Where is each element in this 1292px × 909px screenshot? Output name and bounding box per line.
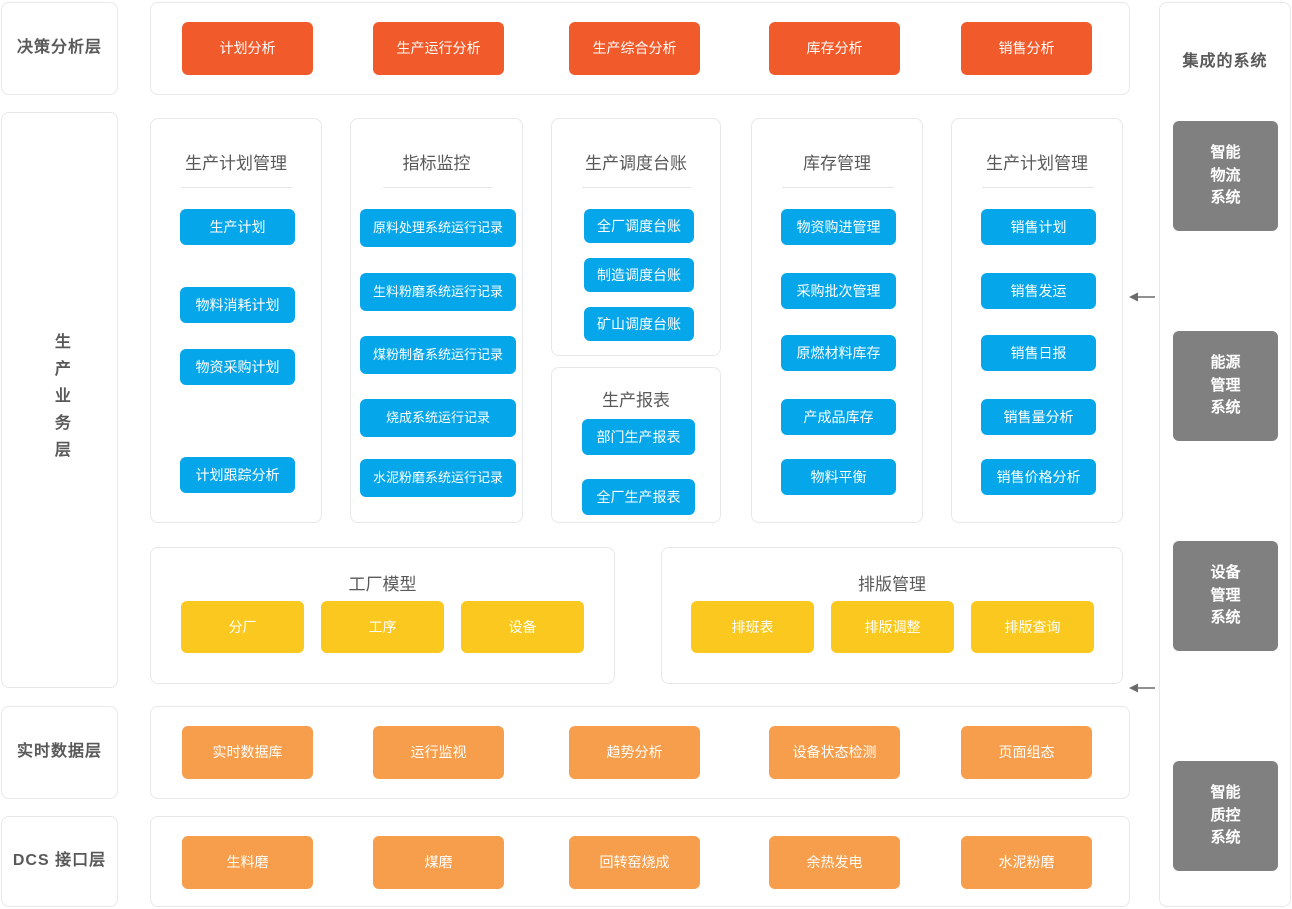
layer-card-decision: 决策分析层 [1,2,118,95]
group-item-dispatch-ledger-0[interactable]: 全厂调度台账 [584,209,694,243]
group-card-index-monitor: 指标监控 原料处理系统运行记录 生料粉磨系统运行记录 煤粉制备系统运行记录 烧成… [350,118,523,523]
group-divider [982,187,1094,188]
decision-item-2[interactable]: 生产综合分析 [569,22,700,75]
group-item-production-plan-2[interactable]: 物资采购计划 [180,349,295,385]
group-card-production-report: 生产报表 部门生产报表 全厂生产报表 [551,367,721,523]
group-item-production-report-0[interactable]: 部门生产报表 [582,419,695,455]
group-title-dispatch-ledger: 生产调度台账 [585,154,687,173]
group-title-index-monitor: 指标监控 [402,154,471,173]
group-card-dispatch-ledger: 生产调度台账 全厂调度台账 制造调度台账 矿山调度台账 [551,118,721,356]
dcs-item-1[interactable]: 煤磨 [373,836,504,889]
realtime-item-1[interactable]: 运行监视 [373,726,504,779]
integrated-systems-title: 集成的系统 [1182,53,1268,70]
dcs-layer-panel: 生料磨 煤磨 回转窑烧成 余热发电 水泥粉磨 [150,816,1130,907]
integrated-system-0[interactable]: 智能 物流 系统 [1173,121,1278,231]
group-item-index-monitor-1[interactable]: 生料粉磨系统运行记录 [360,273,516,311]
group-card-inventory: 库存管理 物资购进管理 采购批次管理 原燃材料库存 产成品库存 物料平衡 [751,118,923,523]
group-title-production-plan: 生产计划管理 [185,154,287,173]
group-item-inventory-4[interactable]: 物料平衡 [781,459,896,495]
model-item-schedule-mgmt-2[interactable]: 排版查询 [971,601,1094,653]
decision-item-3[interactable]: 库存分析 [769,22,900,75]
dcs-item-0[interactable]: 生料磨 [182,836,313,889]
group-item-inventory-0[interactable]: 物资购进管理 [781,209,896,245]
integrated-system-1[interactable]: 能源 管理 系统 [1173,331,1278,441]
model-item-factory-model-1[interactable]: 工序 [321,601,444,653]
group-divider [383,187,493,188]
realtime-item-4[interactable]: 页面组态 [961,726,1092,779]
group-card-schedule-mgmt: 排版管理 排班表 排版调整 排版查询 [661,547,1123,684]
decision-layer-panel: 计划分析 生产运行分析 生产综合分析 库存分析 销售分析 [150,2,1130,95]
group-item-inventory-3[interactable]: 产成品库存 [781,399,896,435]
group-item-sales-plan-3[interactable]: 销售量分析 [981,399,1096,435]
group-item-production-plan-0[interactable]: 生产计划 [180,209,295,245]
dcs-item-3[interactable]: 余热发电 [769,836,900,889]
group-item-inventory-2[interactable]: 原燃材料库存 [781,335,896,371]
group-item-index-monitor-4[interactable]: 水泥粉磨系统运行记录 [360,459,516,497]
arrow-left-upper [1129,292,1155,302]
layer-label-dcs: DCS 接口层 [12,852,107,870]
layer-card-dcs: DCS 接口层 [1,816,118,907]
group-card-production-plan: 生产计划管理 生产计划 物料消耗计划 物资采购计划 计划跟踪分析 [150,118,322,523]
group-item-inventory-1[interactable]: 采购批次管理 [781,273,896,309]
model-item-schedule-mgmt-0[interactable]: 排班表 [691,601,814,653]
group-item-sales-plan-1[interactable]: 销售发运 [981,273,1096,309]
group-item-dispatch-ledger-1[interactable]: 制造调度台账 [584,258,694,292]
decision-item-1[interactable]: 生产运行分析 [373,22,504,75]
group-title-production-report: 生产报表 [602,391,670,410]
group-title-factory-model: 工厂模型 [348,575,417,594]
group-title-inventory: 库存管理 [803,154,871,173]
group-item-production-report-1[interactable]: 全厂生产报表 [582,479,695,515]
group-item-index-monitor-2[interactable]: 煤粉制备系统运行记录 [360,336,516,374]
group-title-sales-plan: 生产计划管理 [986,154,1088,173]
decision-item-0[interactable]: 计划分析 [182,22,313,75]
integrated-systems-panel: 集成的系统 智能 物流 系统 能源 管理 系统 设备 管理 系统 智能 质控 系… [1159,2,1291,907]
decision-item-4[interactable]: 销售分析 [961,22,1092,75]
layer-card-realtime: 实时数据层 [1,706,118,799]
group-item-sales-plan-4[interactable]: 销售价格分析 [981,459,1096,495]
realtime-item-2[interactable]: 趋势分析 [569,726,700,779]
integrated-system-3[interactable]: 智能 质控 系统 [1173,761,1278,871]
layer-label-business: 生产业务层 [51,332,69,468]
group-item-sales-plan-2[interactable]: 销售日报 [981,335,1096,371]
group-item-index-monitor-3[interactable]: 烧成系统运行记录 [360,399,516,437]
realtime-item-0[interactable]: 实时数据库 [182,726,313,779]
integrated-system-2[interactable]: 设备 管理 系统 [1173,541,1278,651]
layer-card-business: 生产业务层 [1,112,118,688]
realtime-item-3[interactable]: 设备状态检测 [769,726,900,779]
group-title-schedule-mgmt: 排版管理 [858,575,926,594]
group-card-factory-model: 工厂模型 分厂 工序 设备 [150,547,615,684]
layer-label-decision: 决策分析层 [16,39,102,57]
dcs-item-2[interactable]: 回转窑烧成 [569,836,700,889]
arrow-left-lower [1129,683,1155,693]
group-divider [582,187,692,188]
model-item-factory-model-0[interactable]: 分厂 [181,601,304,653]
group-item-index-monitor-0[interactable]: 原料处理系统运行记录 [360,209,516,247]
model-item-factory-model-2[interactable]: 设备 [461,601,584,653]
layer-label-realtime: 实时数据层 [16,743,102,761]
realtime-layer-panel: 实时数据库 运行监视 趋势分析 设备状态检测 页面组态 [150,706,1130,799]
group-item-sales-plan-0[interactable]: 销售计划 [981,209,1096,245]
group-divider [782,187,894,188]
group-item-production-plan-3[interactable]: 计划跟踪分析 [180,457,295,493]
group-item-dispatch-ledger-2[interactable]: 矿山调度台账 [584,307,694,341]
group-card-sales-plan: 生产计划管理 销售计划 销售发运 销售日报 销售量分析 销售价格分析 [951,118,1123,523]
model-item-schedule-mgmt-1[interactable]: 排版调整 [831,601,954,653]
group-divider [181,187,293,188]
dcs-item-4[interactable]: 水泥粉磨 [961,836,1092,889]
group-item-production-plan-1[interactable]: 物料消耗计划 [180,287,295,323]
